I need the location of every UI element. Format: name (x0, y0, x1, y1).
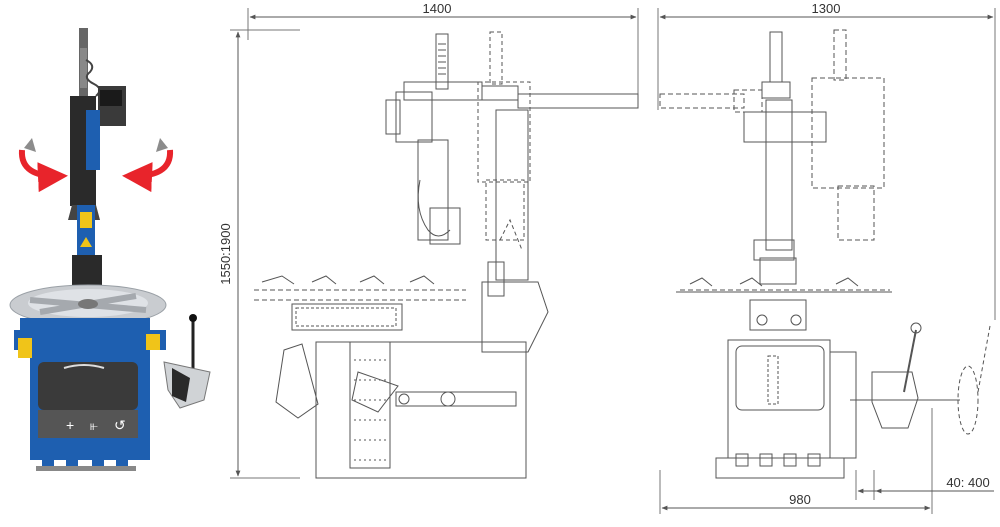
side-view (230, 8, 639, 479)
svg-text:↺: ↺ (114, 417, 126, 433)
warning-label (80, 212, 92, 228)
grey-arrow-right (156, 138, 168, 152)
grey-arrow-left (24, 138, 36, 152)
svg-text:⫦: ⫦ (90, 417, 98, 433)
front-view (657, 8, 996, 514)
rotate-left-arrow (18, 149, 68, 193)
svg-text:+: + (66, 417, 74, 433)
height-range-label: 1550:1900 (218, 223, 233, 284)
rotate-right-arrow (122, 149, 174, 193)
arm-offset-label: 40: 400 (946, 475, 989, 490)
front-width-label: 1300 (812, 1, 841, 16)
front-cover (38, 362, 138, 410)
base-width-label: 980 (789, 492, 811, 507)
pedal-panel (38, 410, 138, 438)
tire-changer-photo: + ⫦ ↺ (9, 28, 211, 471)
side-width-label: 1400 (423, 1, 452, 16)
air-hose (85, 59, 101, 97)
